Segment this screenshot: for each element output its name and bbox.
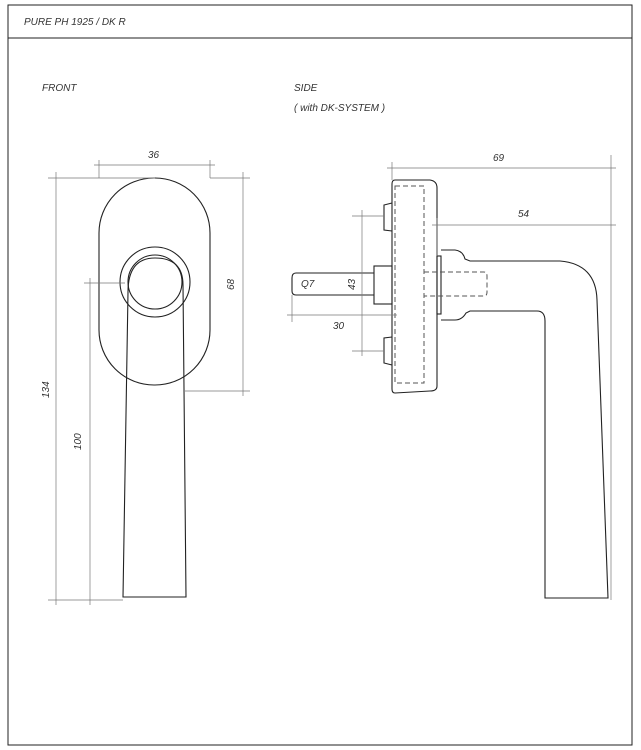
spindle-base <box>373 265 393 305</box>
rosette-side <box>391 179 438 394</box>
dimension-lines-side <box>287 155 616 600</box>
front-label: FRONT <box>42 83 77 94</box>
dim-bolt-spacing: 43 <box>347 278 358 290</box>
rosette-ring-inner <box>127 254 183 310</box>
dim-spindle-length: 30 <box>333 321 345 332</box>
drawing-frame <box>7 4 633 746</box>
rosette-hidden-outline <box>394 185 425 384</box>
lever-front <box>122 257 187 598</box>
spindle-hidden <box>424 271 488 297</box>
lever-side <box>441 249 609 599</box>
drawing-title: PURE PH 1925 / DK R <box>24 17 126 28</box>
dim-lever-depth: 54 <box>518 209 530 220</box>
dim-rosette-height: 68 <box>226 278 237 290</box>
front-view: 36 68 134 100 <box>41 150 250 605</box>
bolt-top <box>383 202 393 232</box>
dim-total-height: 134 <box>41 381 52 398</box>
dim-spindle: Q7 <box>301 279 315 290</box>
spindle <box>291 272 374 296</box>
dim-total-depth: 69 <box>493 153 505 164</box>
side-sublabel: ( with DK-SYSTEM ) <box>294 103 385 114</box>
rosette-ring-outer <box>119 246 191 318</box>
rosette-outline <box>98 177 211 386</box>
side-label: SIDE <box>294 83 318 94</box>
side-view: 69 54 Q7 43 30 <box>287 153 616 600</box>
neck-plate <box>436 255 442 315</box>
dim-width: 36 <box>148 150 160 161</box>
bolt-bottom <box>383 336 393 366</box>
dimension-lines-front <box>48 160 250 605</box>
dim-lever-length: 100 <box>73 433 84 450</box>
